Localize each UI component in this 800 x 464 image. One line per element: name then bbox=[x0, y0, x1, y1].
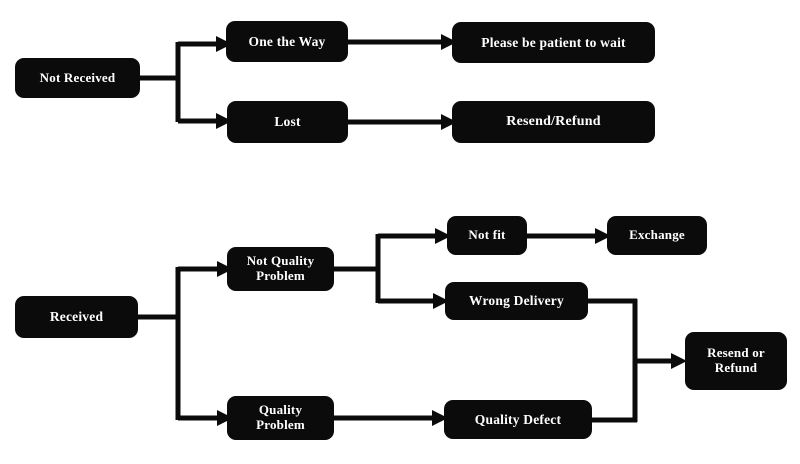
node-label: Resend or Refund bbox=[707, 345, 765, 375]
node-label: Quality Problem bbox=[256, 402, 305, 432]
edge-quality-problem-to-quality-defect bbox=[334, 410, 448, 426]
node-quality-defect[interactable]: Quality Defect bbox=[444, 400, 592, 439]
node-resend-refund[interactable]: Resend/Refund bbox=[452, 101, 655, 143]
node-lost[interactable]: Lost bbox=[227, 101, 348, 143]
node-wrong-delivery[interactable]: Wrong Delivery bbox=[445, 282, 588, 320]
node-not-fit[interactable]: Not fit bbox=[447, 216, 527, 255]
node-label: Resend/Refund bbox=[506, 114, 601, 130]
edge-not-received-split bbox=[140, 36, 232, 129]
node-label: Received bbox=[49, 309, 104, 325]
edge-not-fit-to-exchange bbox=[527, 228, 611, 244]
node-label: Exchange bbox=[629, 227, 685, 243]
node-exchange[interactable]: Exchange bbox=[607, 216, 707, 255]
node-not-received[interactable]: Not Received bbox=[15, 58, 140, 98]
node-received[interactable]: Received bbox=[15, 296, 138, 338]
edge-not-quality-problem-split bbox=[334, 228, 451, 309]
node-label: Wrong Delivery bbox=[469, 293, 564, 309]
node-label: Lost bbox=[274, 114, 301, 130]
node-please-be-patient-to-wait[interactable]: Please be patient to wait bbox=[452, 22, 655, 63]
edge-one-the-way-to-please-wait bbox=[348, 34, 457, 50]
node-quality-problem[interactable]: Quality Problem bbox=[227, 396, 334, 440]
node-not-quality-problem[interactable]: Not Quality Problem bbox=[227, 247, 334, 291]
node-label: Not Received bbox=[39, 69, 116, 85]
edge-received-split bbox=[138, 261, 233, 426]
edge-merge-to-resend-or-refund bbox=[588, 298, 687, 423]
edge-lost-to-resend-refund bbox=[348, 114, 457, 130]
node-resend-or-refund[interactable]: Resend or Refund bbox=[685, 332, 787, 390]
node-one-the-way[interactable]: One the Way bbox=[226, 21, 348, 62]
node-label: Not fit bbox=[468, 227, 506, 243]
node-label: Please be patient to wait bbox=[481, 34, 626, 50]
node-label: One the Way bbox=[248, 33, 326, 49]
node-label: Quality Defect bbox=[474, 411, 562, 427]
node-label: Not Quality Problem bbox=[246, 253, 315, 283]
